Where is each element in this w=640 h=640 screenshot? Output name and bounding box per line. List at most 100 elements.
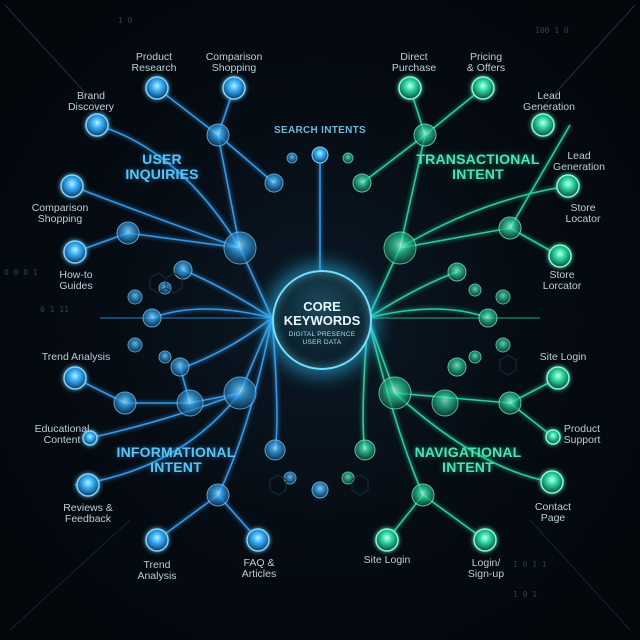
node-trend-analysis-left[interactable] [63,366,87,390]
hub-node [173,260,193,280]
decor-line [539,4,636,111]
section-informational-intent: INFORMATIONAL INTENT [116,444,236,475]
decor-line [529,519,631,631]
label-contact-page: Contact Page [534,501,572,524]
small-node [158,350,172,364]
hub-node [116,221,140,245]
hub-node [352,173,372,193]
hub-node [354,439,376,461]
label-faq-articles: FAQ & Articles [241,557,277,580]
node-store-locator[interactable] [548,244,572,268]
hub-node [498,391,522,415]
hub-node [413,123,437,147]
node-product-research[interactable] [145,76,169,100]
label-trend-analysis-left: Trend Analysis [41,351,111,363]
section-user-inquiries: USER INQUIRIES [125,151,199,182]
binary-decor: 1 0 1 [513,590,538,599]
label-brand-discovery: Brand Discovery [67,90,115,113]
blue-connections [71,87,321,541]
node-pricing-offers[interactable] [471,76,495,100]
core-title: CORE KEYWORDS [283,299,361,328]
decor-line [9,519,131,631]
binary-decor: 100 1 0 [535,26,569,35]
binary-decor: 1 0 1 1 [513,560,547,569]
binary-decor: 0 0 0 1 [4,268,38,277]
hub-node [223,231,257,265]
label-store-locator: Store Locator [565,202,601,225]
decor-line [4,4,111,121]
node-reviews-feedback[interactable] [76,473,100,497]
small-node [342,152,354,164]
label-educational-content: Educational Content [34,423,90,446]
small-node [468,350,482,364]
node-brand-discovery[interactable] [85,113,109,137]
small-node [127,289,143,305]
hex-decor [149,272,517,496]
node-contact-page[interactable] [540,470,564,494]
core-keywords-hub[interactable]: CORE KEYWORDS DIGITAL PRESENCE USER DATA [272,270,372,370]
small-node [158,281,172,295]
label-comparison-shopping-left: Comparison Shopping [31,202,89,225]
hub-node [431,389,459,417]
node-site-login-bottom[interactable] [375,528,399,552]
hub-node [170,357,190,377]
label-login-signup: Login/ Sign-up [467,557,505,580]
label-trend-analysis-bottom: Trend Analysis [137,559,177,582]
small-node [495,289,511,305]
small-node [286,152,298,164]
small-node [495,337,511,353]
search-intents-label: SEARCH INTENTS [274,125,366,136]
label-comparison-shopping-top: Comparison Shopping [205,51,263,74]
node-lead-generation-right[interactable] [556,174,580,198]
hub-node [378,376,412,410]
label-pricing-offers: Pricing & Offers [466,51,506,74]
small-node [341,471,355,485]
small-node [283,471,297,485]
node-direct-purchase[interactable] [398,76,422,100]
node-login-signup[interactable] [473,528,497,552]
label-product-research: Product Research [131,51,177,74]
node-product-support[interactable] [545,429,561,445]
label-site-login-right: Site Login [539,351,587,363]
label-direct-purchase: Direct Purchase [391,51,437,74]
hub-node [113,391,137,415]
binary-decor: 0 1 11 [40,305,69,314]
label-product-support: Product Support [563,423,601,446]
node-how-to-guides[interactable] [63,240,87,264]
label-lead-generation-top: Lead Generation [523,90,575,113]
hub-node [478,308,498,328]
node-comparison-shopping-left[interactable] [60,174,84,198]
hub-node [383,231,417,265]
label-store-lorcator: Store Lorcator [542,269,582,292]
hub-node [206,123,230,147]
bottom-node [311,481,329,499]
hub-node [206,483,230,507]
node-comparison-shopping-top[interactable] [222,76,246,100]
label-lead-generation-right: Lead Generation [553,150,605,173]
search-intents-node [311,146,329,164]
node-educational-content[interactable] [82,430,98,446]
hub-node [498,216,522,240]
hub-node [142,308,162,328]
core-subtitle: DIGITAL PRESENCE USER DATA [288,331,356,346]
node-trend-analysis-bottom[interactable] [145,528,169,552]
green-nodes [341,76,580,552]
blue-nodes [60,76,329,552]
node-lead-generation-top[interactable] [531,113,555,137]
label-reviews-feedback: Reviews & Feedback [63,502,113,525]
label-site-login-bottom: Site Login [363,554,411,566]
node-site-login-right[interactable] [546,366,570,390]
hub-node [264,439,286,461]
hub-node [411,483,435,507]
hub-node [223,376,257,410]
section-navigational-intent: NAVIGATIONAL INTENT [414,444,522,475]
small-node [468,283,482,297]
node-faq-articles[interactable] [246,528,270,552]
hub-node [447,357,467,377]
binary-decor: 1 0 [118,16,133,25]
hub-node [447,262,467,282]
hub-node [264,173,284,193]
label-how-to-guides: How-to Guides [59,269,93,292]
